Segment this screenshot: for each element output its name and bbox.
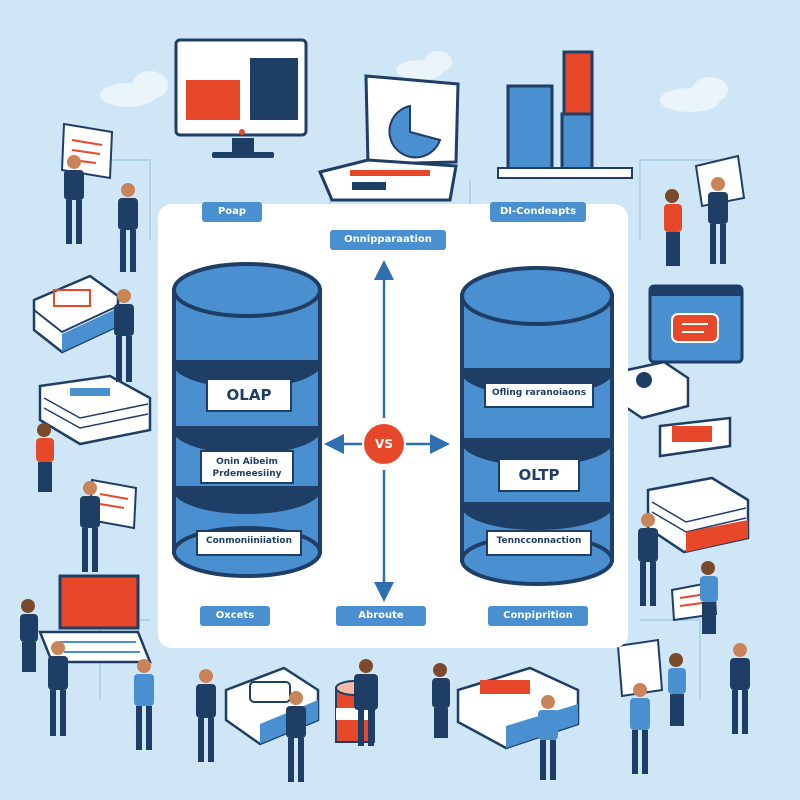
olap-title: OLAP [206,378,292,412]
server-icon [616,360,732,458]
browser-window-icon [648,284,744,364]
oltp-title: OLTP [498,458,580,492]
laptop-icon [38,574,152,664]
tag-bottom-center: Abroute [336,606,426,626]
olap-label-bottom: Conmoniiniiation [196,530,302,556]
olap-database-cylinder [172,262,322,578]
monitor-icon [174,38,308,158]
document-stack-icon [456,666,580,750]
person-icon [20,155,750,782]
laptop-icon [317,74,460,202]
oltp-label-top: Ofling raranoiaons [484,382,594,408]
tag-top-center: Onnipparaation [330,230,446,250]
arrow-icon [324,260,450,602]
vs-badge: VS [364,424,404,464]
olap-label-middle-line-2: Prdemeesiiny [212,469,282,479]
tag-bottom-right: Conpiprition [488,606,588,626]
document-stack-icon [38,374,152,446]
tag-top-right: DI-Condeapts [490,202,586,222]
cloud-icon [100,51,728,112]
olap-label-middle-line-1: Onin Aibeim [216,457,278,467]
server-icon [32,274,120,354]
tag-bottom-left: Oxcets [200,606,270,626]
olap-label-middle: Onin Aibeim Prdemeesiiny [200,450,294,484]
oltp-label-bottom: Tenncconnaction [486,530,592,556]
tag-top-left: Poap [202,202,262,222]
bar-chart-icon [497,50,633,179]
document-stack-icon [646,476,750,554]
